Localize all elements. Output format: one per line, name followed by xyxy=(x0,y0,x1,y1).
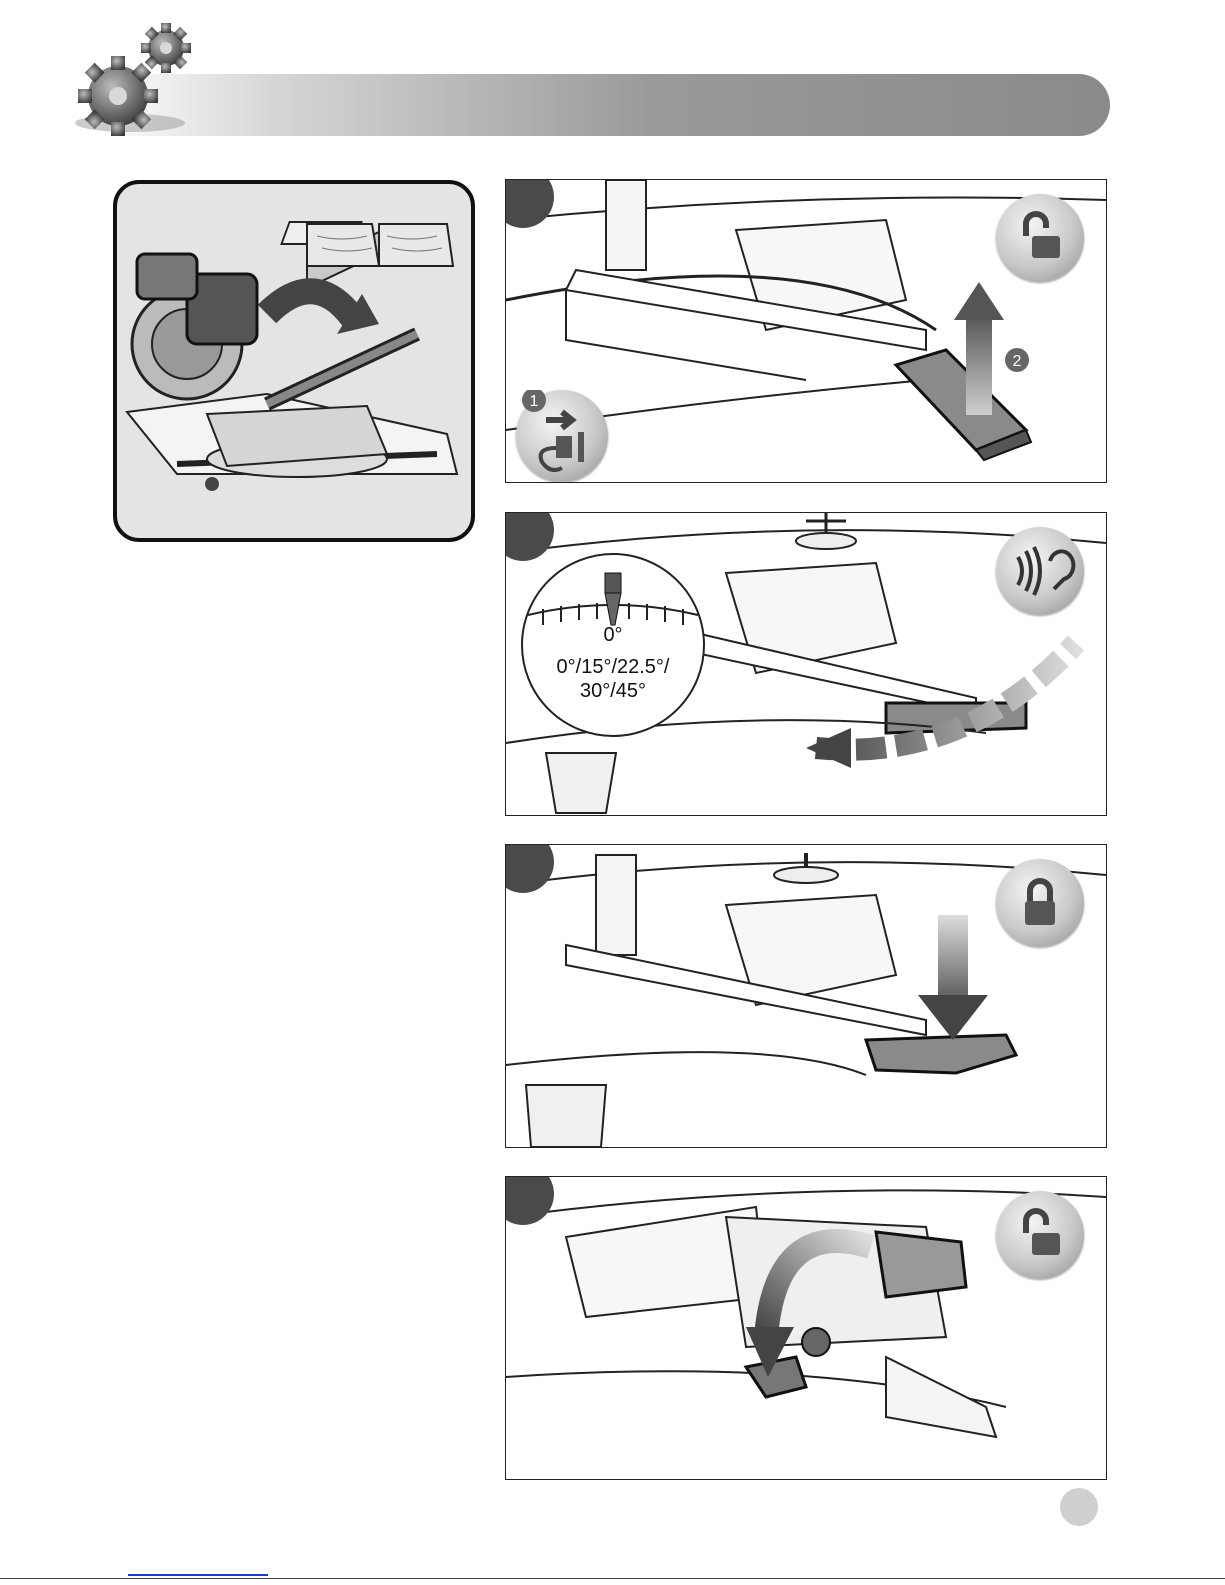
step-4-panel xyxy=(505,1176,1107,1480)
dial-zero-mark: 0° xyxy=(595,623,631,647)
dial-angles-line-2: 30°/45° xyxy=(533,679,693,703)
svg-text:2: 2 xyxy=(1013,353,1022,370)
step-2-panel: 0° 0°/15°/22.5°/ 30°/45° xyxy=(505,512,1107,816)
dial-angles-line-1: 0°/15°/22.5°/ xyxy=(533,655,693,679)
bevel-scale-dial-icon: 0° 0°/15°/22.5°/ 30°/45° xyxy=(521,553,705,737)
rotate-arrow-icon xyxy=(506,1177,1106,1479)
step-1-panel: 2 1 xyxy=(505,179,1107,483)
svg-text:1: 1 xyxy=(530,393,539,410)
step-3-panel xyxy=(505,844,1107,1148)
gears-icon xyxy=(70,18,210,138)
page-number-dot xyxy=(1060,1488,1098,1526)
miter-saw-with-workpieces-icon xyxy=(117,184,471,538)
footer-link-underline xyxy=(128,1574,268,1576)
section-header-bar xyxy=(90,74,1110,136)
intro-illustration-panel xyxy=(113,180,475,542)
press-down-arrow-icon xyxy=(506,845,1106,1147)
footer-rule xyxy=(0,1578,1225,1579)
unplug-icon: 1 xyxy=(516,390,608,482)
